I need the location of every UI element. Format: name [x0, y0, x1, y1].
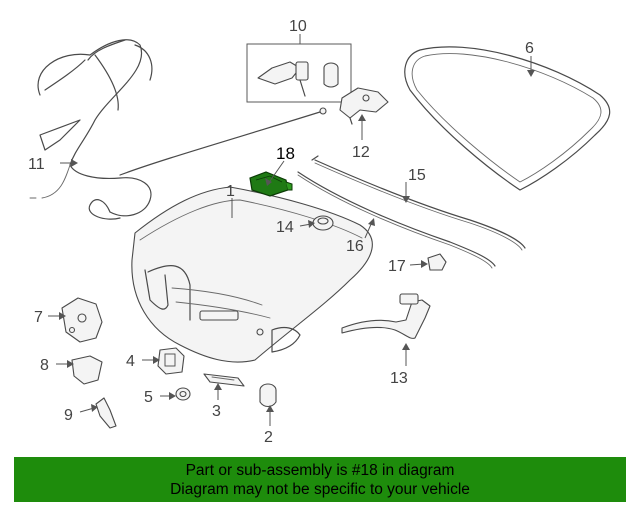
callout-8: 8 [40, 357, 49, 374]
part-14-grommet[interactable] [312, 215, 334, 231]
callout-18: 18 [276, 144, 295, 163]
callout-15: 15 [408, 167, 426, 184]
part-4-bracket[interactable] [157, 347, 185, 375]
part-10-key-cylinder-set[interactable] [246, 43, 352, 103]
callout-10: 10 [289, 18, 307, 35]
part-16-torsion-bar[interactable] [297, 171, 496, 269]
part-2-cap[interactable] [259, 383, 277, 408]
callout-12: 12 [352, 144, 370, 161]
part-7-latch[interactable] [61, 297, 103, 343]
part-15-torsion-bar[interactable] [311, 155, 526, 251]
callout-11: 11 [28, 156, 45, 173]
banner-line-2: Diagram may not be specific to your vehi… [170, 481, 470, 498]
banner-line-1: Part or sub-assembly is #18 in diagram [185, 462, 455, 479]
callout-leaders [48, 34, 535, 426]
part-17-cushion[interactable] [427, 253, 447, 271]
part-11-release-cable[interactable] [29, 39, 327, 220]
callout-14: 14 [276, 219, 294, 236]
part-6-weatherstrip[interactable] [404, 46, 611, 191]
callout-17: 17 [388, 258, 406, 275]
callout-1: 1 [226, 183, 235, 200]
callout-16: 16 [346, 238, 364, 255]
callout-6: 6 [525, 40, 534, 57]
parts-diagram: 10 6 11 12 18 1 15 14 16 17 13 7 8 9 4 5… [28, 18, 611, 446]
part-1-trunk-lid[interactable] [131, 186, 373, 363]
callout-3: 3 [212, 403, 221, 420]
part-13-hinge[interactable] [341, 293, 431, 339]
part-3-license-light[interactable] [203, 373, 245, 387]
part-5-grommet[interactable] [175, 387, 191, 401]
part-8-bracket[interactable] [71, 355, 103, 385]
info-banner: Part or sub-assembly is #18 in diagram D… [14, 457, 626, 502]
part-12-striker[interactable] [339, 87, 389, 125]
callout-9: 9 [64, 407, 73, 424]
callout-13: 13 [390, 370, 408, 387]
callout-4: 4 [126, 353, 135, 370]
part-9-clip[interactable] [95, 397, 117, 429]
callout-2: 2 [264, 429, 273, 446]
callout-7: 7 [34, 309, 43, 326]
callout-5: 5 [144, 389, 153, 406]
